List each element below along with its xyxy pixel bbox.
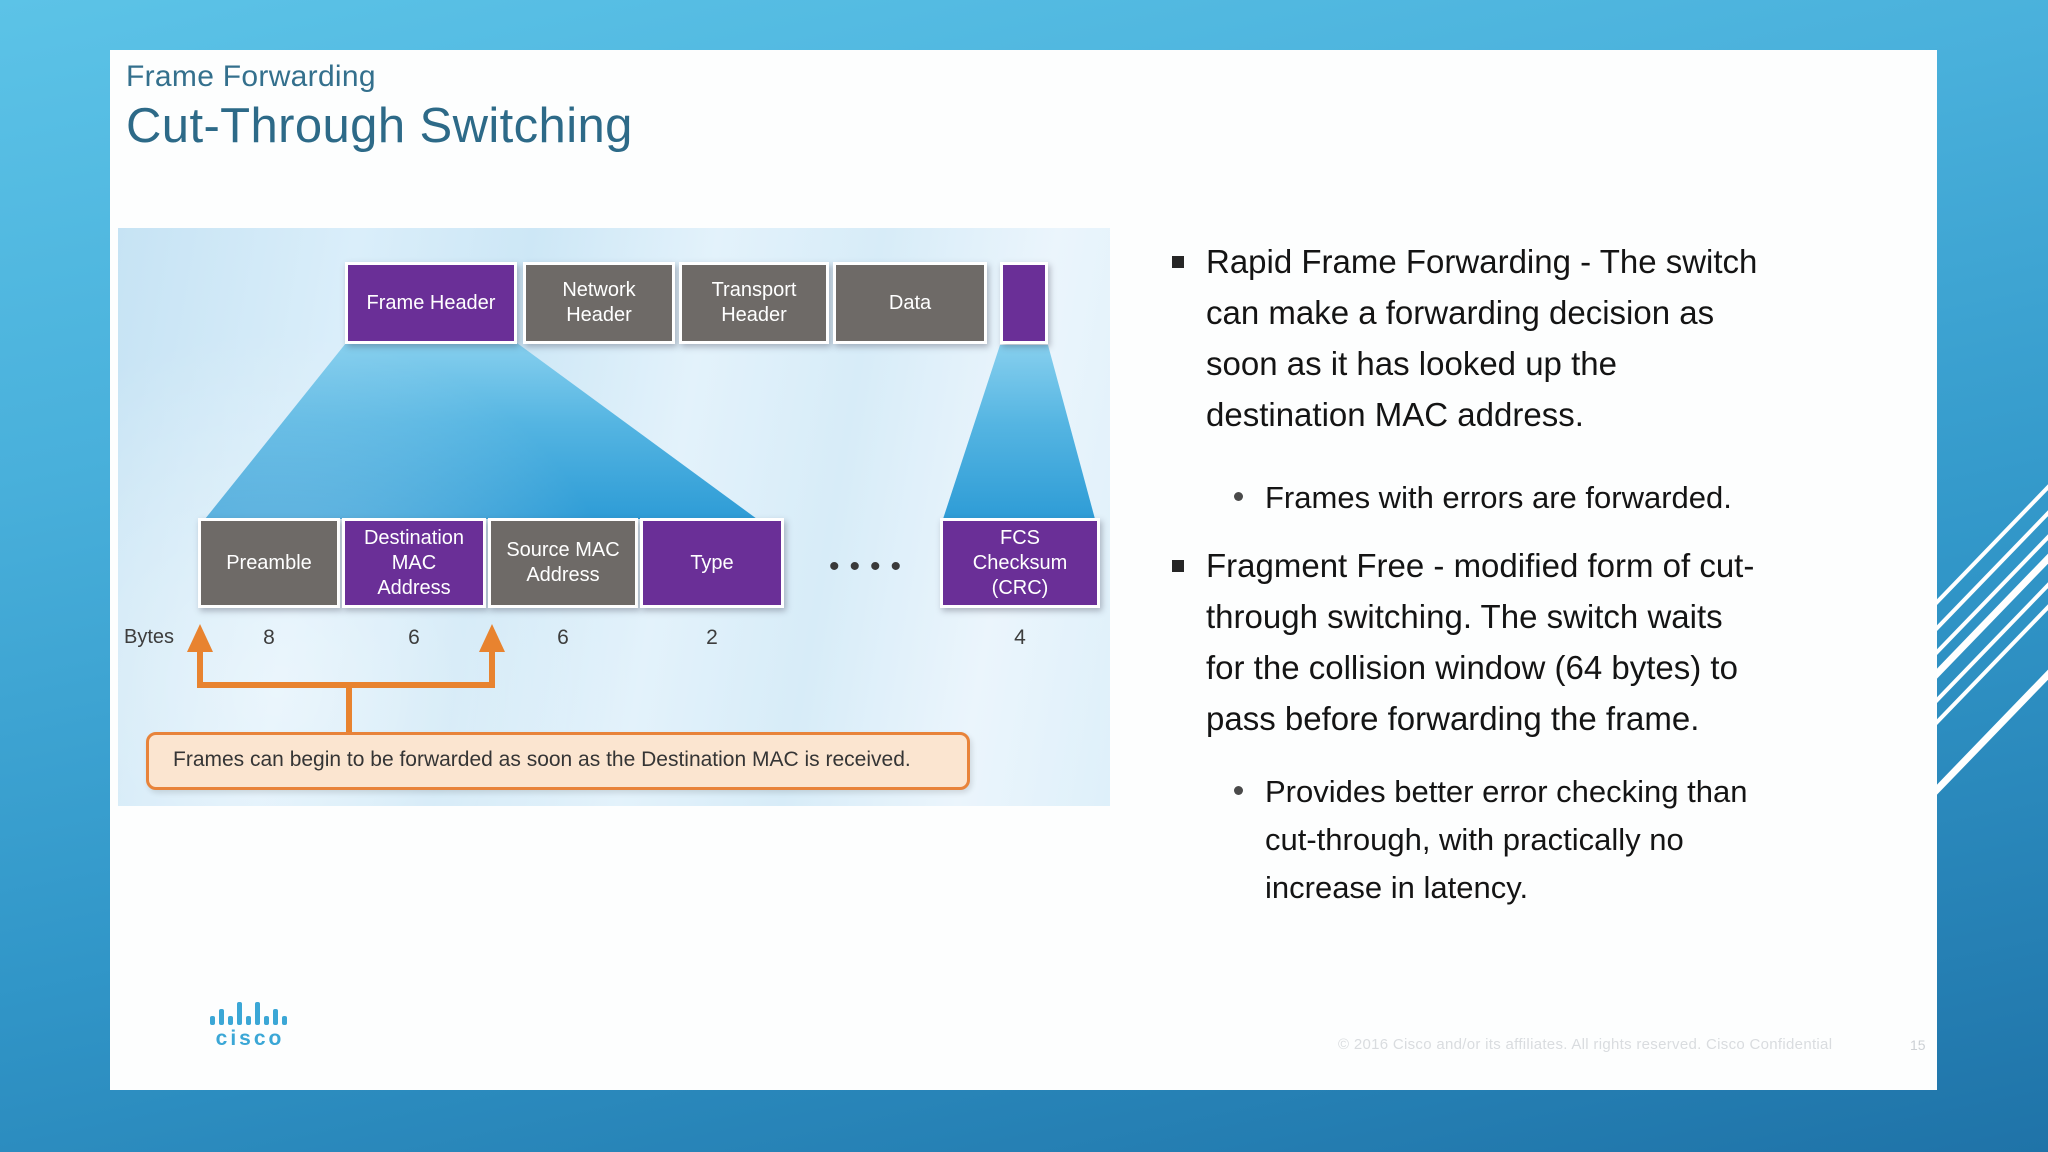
box-destination-mac: Destination MAC Address xyxy=(342,518,486,608)
bracket-line xyxy=(197,650,203,688)
arrow-up-icon xyxy=(479,624,505,652)
slide-title: Cut-Through Switching xyxy=(126,99,633,153)
frame-structure-diagram: Frame Header Network Header Transport He… xyxy=(118,228,1110,806)
byte-count: 6 xyxy=(408,626,420,649)
title-block: Frame Forwarding Cut-Through Switching xyxy=(126,60,633,154)
zoom-funnel-right xyxy=(943,345,1095,519)
bracket-line xyxy=(489,650,495,688)
arrow-up-icon xyxy=(187,624,213,652)
ellipsis-dots: •••• xyxy=(828,550,911,583)
bullet-dot-icon xyxy=(1234,786,1243,795)
byte-count: 2 xyxy=(706,626,718,649)
slide-canvas: Frame Forwarding Cut-Through Switching F… xyxy=(110,50,1937,1090)
box-type: Type xyxy=(640,518,784,608)
box-source-mac: Source MAC Address xyxy=(488,518,638,608)
bullet-square-icon xyxy=(1172,560,1184,572)
byte-count: 6 xyxy=(557,626,569,649)
byte-count: 4 xyxy=(1014,626,1026,649)
bullet-dot-icon xyxy=(1234,492,1243,501)
box-transport-header: Transport Header xyxy=(679,262,829,344)
sub-bullet-text: Frames with errors are forwarded. xyxy=(1265,480,1732,515)
callout-note: Frames can begin to be forwarded as soon… xyxy=(146,732,970,790)
box-preamble: Preamble xyxy=(198,518,340,608)
box-frame-header: Frame Header xyxy=(345,262,517,344)
bullet-item: Fragment Free - modified form of cut- th… xyxy=(1172,540,1986,744)
cisco-logo: cisco xyxy=(202,1000,298,1051)
bullet-text: Fragment Free - modified form of cut- th… xyxy=(1206,547,1755,737)
bracket-line xyxy=(346,682,352,738)
sub-bullet-item: Frames with errors are forwarded. xyxy=(1234,474,1985,522)
box-frame-trailer xyxy=(1000,262,1048,344)
cisco-logo-icon xyxy=(210,1002,287,1025)
zoom-funnel-left xyxy=(205,343,757,519)
copyright-text: © 2016 Cisco and/or its affiliates. All … xyxy=(1338,1036,1833,1053)
box-fcs-checksum: FCS Checksum (CRC) xyxy=(940,518,1100,608)
page-number: 15 xyxy=(1910,1037,1926,1053)
sub-bullet-text: Provides better error checking than cut-… xyxy=(1265,774,1748,905)
bullet-square-icon xyxy=(1172,256,1184,268)
box-data: Data xyxy=(833,262,987,344)
cisco-logo-text: cisco xyxy=(215,1027,285,1050)
slide-pretitle: Frame Forwarding xyxy=(126,60,376,93)
callout-text: Frames can begin to be forwarded as soon… xyxy=(173,748,911,771)
bullet-text: Rapid Frame Forwarding - The switch can … xyxy=(1206,243,1758,433)
byte-count: 8 xyxy=(263,626,275,649)
sub-bullet-item: Provides better error checking than cut-… xyxy=(1234,768,1985,912)
box-network-header: Network Header xyxy=(523,262,675,344)
bullet-item: Rapid Frame Forwarding - The switch can … xyxy=(1172,236,1986,440)
bytes-caption: Bytes xyxy=(124,626,175,648)
